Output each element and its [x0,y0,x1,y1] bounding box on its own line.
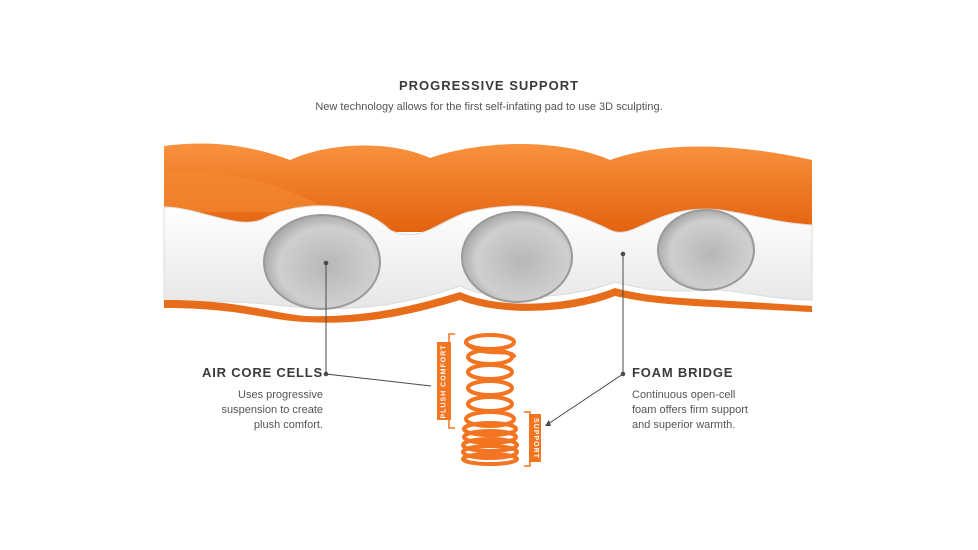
page-title: PROGRESSIVE SUPPORT [398,78,580,93]
callout-lines [323,251,626,426]
spring-icon [461,333,519,466]
foam-bridge-text: Continuous open-cell foam offers firm su… [632,389,748,431]
foam-bridge-title: FOAM BRIDGE [632,365,734,380]
page-subtitle: New technology allows for the first self… [315,101,663,113]
header: PROGRESSIVE SUPPORT New technology allow… [0,78,978,113]
plush-comfort-tag: PLUSH COMFORT [437,342,451,420]
air-cells [263,209,755,310]
foam-bridge-callout: FOAM BRIDGE Continuous open-cell foam of… [632,365,782,433]
support-label: SUPPORT [531,417,539,459]
plush-comfort-label: PLUSH COMFORT [440,343,448,419]
air-core-callout: AIR CORE CELLS Uses progressive suspensi… [173,365,323,433]
air-core-text: Uses progressive suspension to create pl… [221,389,323,431]
air-core-title: AIR CORE CELLS [202,365,323,380]
support-tag: SUPPORT [529,414,541,462]
